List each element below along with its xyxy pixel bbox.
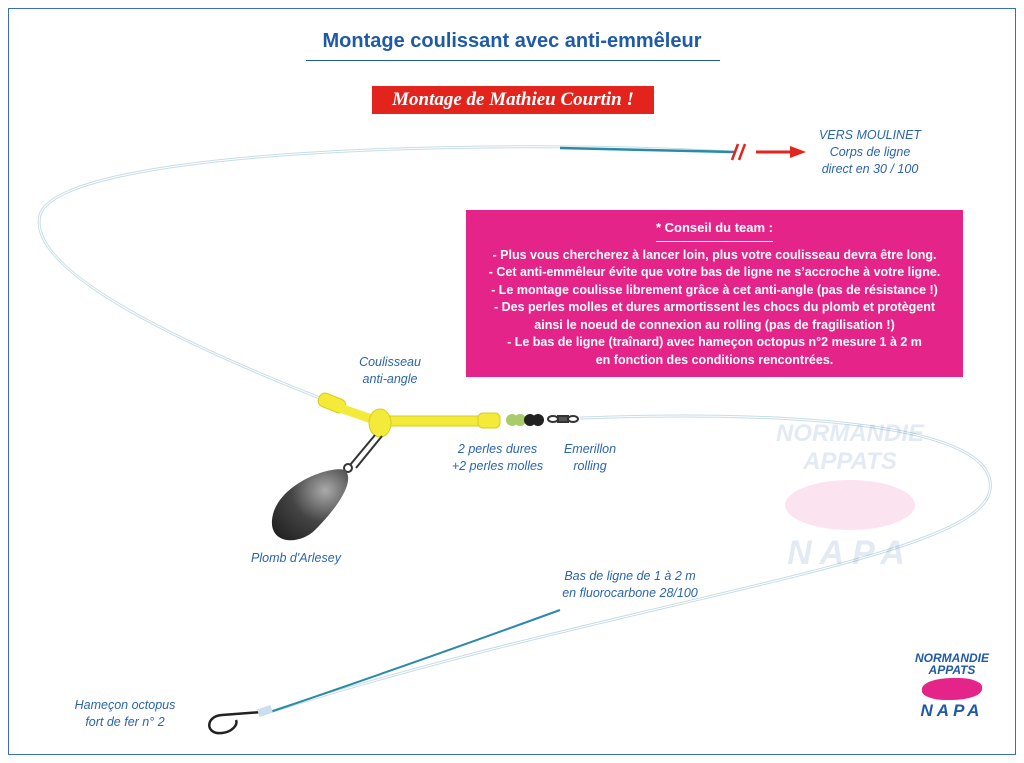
page-title: Montage coulissant avec anti-emmêleur [322,30,702,52]
cut-mark-icon [730,143,747,161]
fish-icon [922,678,982,700]
brand-logo: NORMANDIE APPATS NAPA [912,652,992,720]
label-moulinet: VERS MOULINET Corps de ligne direct en 3… [800,127,940,178]
tip-line: - Des perles molles et dures armortissen… [493,300,936,314]
swivel-rolling [547,415,579,423]
watermark-line: APPATS [803,448,897,475]
watermark-line: NORMANDIE [776,420,924,447]
label-line: en fluorocarbone 28/100 [562,586,698,600]
slider-anti-angle [317,392,501,438]
label-emerillon: Emerillon rolling [550,441,630,475]
label-coulisseau: Coulisseau anti-angle [340,354,440,388]
label-line: +2 perles molles [451,459,544,473]
beads [506,414,544,426]
tip-line: - Le bas de ligne (traînard) avec hameço… [507,335,922,349]
tip-line: - Cet anti-emmêleur évite que votre bas … [488,265,941,279]
label-bas-de-ligne: Bas de ligne de 1 à 2 m en fluorocarbone… [545,568,715,602]
arrow-right-icon [756,146,806,158]
frame [8,8,1016,755]
title-underline [306,60,720,61]
label-line: Corps de ligne [829,145,911,159]
label-hamecon: Hameçon octopus fort de fer n° 2 [60,697,190,731]
label-line: fort de fer n° 2 [85,715,165,729]
label-line: Coulisseau [359,355,421,369]
tip-line: - Le montage coulisse librement grâce à … [491,282,938,297]
logo-line: NORMANDIE [915,651,989,665]
logo-line: NAPA [920,701,984,720]
label-line: direct en 30 / 100 [821,162,919,176]
label-line: Bas de ligne de 1 à 2 m [564,569,696,583]
lead-weight [271,469,349,541]
tip-line: - Plus vous chercherez à lancer loin, pl… [492,247,937,262]
watermark-line: NAPA [787,534,913,572]
label-line: VERS MOULINET [818,128,922,142]
tip-heading: * Conseil du team : [655,219,774,242]
label-perles: 2 perles dures +2 perles molles [440,441,555,475]
tip-line: en fonction des conditions rencontrées. [595,352,834,367]
tip-box: * Conseil du team : - Plus vous chercher… [466,210,963,377]
watermark-logo: NORMANDIE APPATS NAPA [765,420,935,573]
fish-icon [785,480,915,530]
label-line: anti-angle [362,372,418,386]
label-plomb: Plomb d'Arlesey [251,551,341,565]
lead-clip [343,434,383,473]
author-banner: Montage de Mathieu Courtin ! [372,86,654,114]
logo-line: APPATS [928,663,976,677]
label-line: Emerillon [563,442,617,456]
tip-line: ainsi le noeud de connexion au rolling (… [534,317,895,332]
label-line: Hameçon octopus [74,698,176,712]
label-line: 2 perles dures [457,442,538,456]
hook-icon [208,705,273,735]
label-line: rolling [573,459,607,473]
